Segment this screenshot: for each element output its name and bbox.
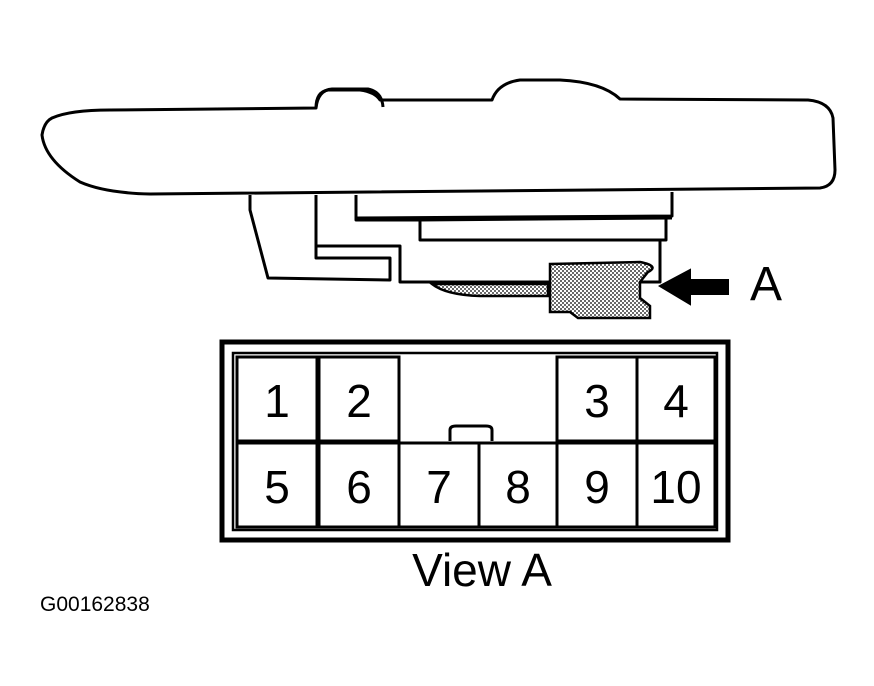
housing-step-3 [354, 192, 674, 220]
pin-cavity-4 [635, 355, 717, 443]
pin-cavity-1 [235, 355, 319, 443]
pin-number-4: 4 [663, 375, 689, 427]
pin-number-5: 5 [264, 461, 290, 513]
pin-number-2: 2 [346, 375, 372, 427]
view-label: View A [412, 544, 552, 596]
housing-step-4 [419, 216, 673, 222]
pin-number-6: 6 [346, 461, 372, 513]
connector-outer-frame [219, 339, 731, 543]
pin-number-8: 8 [505, 461, 531, 513]
connector-body [548, 260, 654, 320]
connector-inner-frame [231, 351, 719, 532]
switch-assembly [40, 78, 837, 284]
pin-cavity-2 [317, 355, 401, 443]
view-arrow-icon [657, 268, 729, 306]
pin-number-9: 9 [584, 461, 610, 513]
housing-step-5 [660, 216, 668, 242]
pin-cavity-5 [235, 441, 319, 529]
switch-knob [314, 87, 385, 109]
pin-number-7: 7 [426, 461, 452, 513]
pin-cavity-10 [635, 441, 717, 529]
connector-face [219, 339, 731, 543]
figure-code: G00162838 [40, 593, 150, 616]
pin-number-10: 10 [650, 461, 701, 513]
pin-number-1: 1 [264, 375, 290, 427]
housing-step-1 [248, 195, 392, 282]
connector-key-notch [448, 424, 494, 441]
pin-grid: 1 2 3 4 5 6 7 8 9 10 [235, 355, 717, 529]
connector-wire-lip [428, 282, 550, 298]
arrow-label: A [750, 258, 782, 311]
pin-number-3: 3 [584, 375, 610, 427]
switch-body [40, 78, 837, 196]
connector-plug [428, 260, 654, 320]
